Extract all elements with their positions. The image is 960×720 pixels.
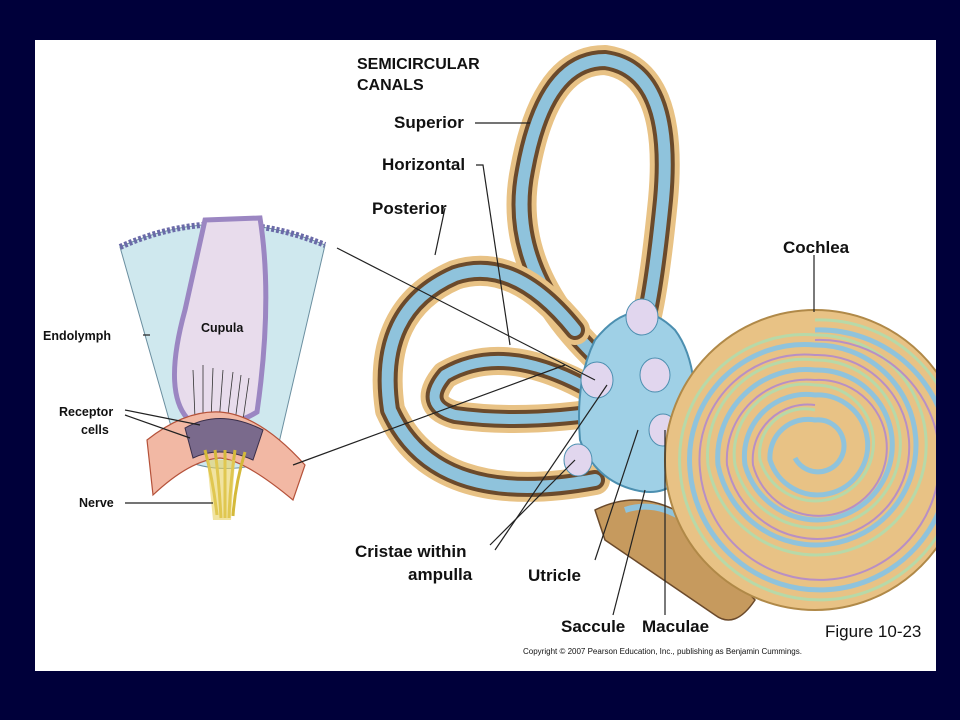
label-posterior: Posterior bbox=[372, 199, 447, 218]
label-endolymph: Endolymph bbox=[43, 329, 111, 343]
inner-ear-diagram: SEMICIRCULAR CANALS Superior Horizontal … bbox=[43, 45, 936, 656]
label-saccule: Saccule bbox=[561, 617, 625, 636]
label-cochlea: Cochlea bbox=[783, 238, 850, 257]
label-cristae: Cristae within bbox=[355, 542, 466, 561]
label-canals: CANALS bbox=[357, 77, 424, 94]
diagram-panel: SEMICIRCULAR CANALS Superior Horizontal … bbox=[35, 40, 936, 671]
label-utricle: Utricle bbox=[528, 566, 581, 585]
semicircular-canals bbox=[372, 45, 680, 502]
label-maculae: Maculae bbox=[642, 617, 709, 636]
label-receptor: Receptor bbox=[59, 405, 113, 419]
label-superior: Superior bbox=[394, 113, 464, 132]
crista-inset bbox=[118, 215, 327, 520]
leader-lines bbox=[124, 122, 815, 616]
copyright-text: Copyright © 2007 Pearson Education, Inc.… bbox=[523, 647, 802, 656]
label-semicircular: SEMICIRCULAR bbox=[357, 56, 480, 73]
labels: SEMICIRCULAR CANALS Superior Horizontal … bbox=[43, 56, 921, 656]
superior-canal bbox=[506, 45, 680, 375]
label-nerve: Nerve bbox=[79, 496, 114, 510]
cochlea bbox=[664, 309, 936, 611]
figure-label: Figure 10-23 bbox=[825, 622, 921, 641]
top-membrane bbox=[118, 221, 327, 250]
label-horizontal: Horizontal bbox=[382, 155, 465, 174]
label-cupula: Cupula bbox=[201, 321, 244, 335]
horizontal-canal bbox=[420, 346, 629, 433]
posterior-canal bbox=[372, 255, 610, 502]
label-cells: cells bbox=[81, 423, 109, 437]
label-ampulla: ampulla bbox=[408, 565, 473, 584]
